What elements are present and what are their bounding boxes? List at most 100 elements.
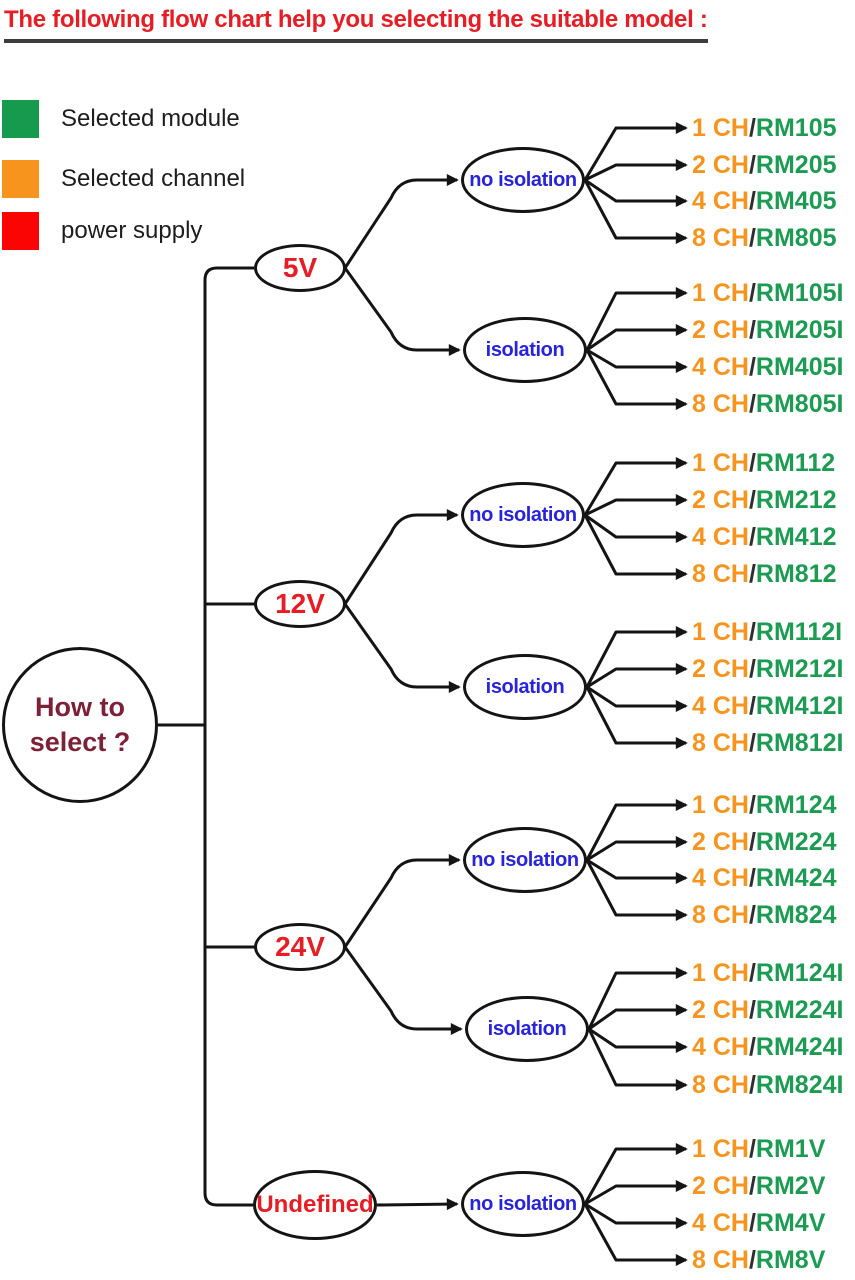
edge-leaf [588, 1027, 688, 1053]
leaf-model-row: 1 CH/RM124I [692, 957, 843, 989]
channel-label: 2 CH [692, 151, 749, 179]
model-label: RM1V [755, 1135, 826, 1163]
separator: / [748, 187, 756, 215]
green-swatch [2, 100, 39, 138]
node-iso-12v: isolation [463, 654, 587, 720]
channel-label: 2 CH [692, 996, 749, 1024]
edge-12v-noiso [343, 509, 459, 605]
model-label: RM205 [755, 151, 837, 179]
leaf-model-row: 2 CH/RM212I [692, 653, 843, 685]
condition-label: no isolation [469, 503, 577, 526]
separator: / [748, 791, 756, 819]
leaf-model-row: 4 CH/RM412 [692, 521, 837, 553]
edge-undefined-noiso [376, 1198, 459, 1211]
separator: / [748, 114, 756, 142]
channel-label: 1 CH [692, 959, 749, 987]
separator: / [748, 151, 756, 179]
channel-label: 1 CH [692, 449, 749, 477]
node-iso-5v: isolation [463, 317, 587, 383]
voltage-label: 5V [282, 252, 318, 283]
separator: / [748, 655, 756, 683]
edge-leaf [585, 686, 688, 749]
leaf-model-row: 2 CH/RM224I [692, 994, 843, 1026]
node-noiso-5v: no isolation [461, 147, 585, 213]
channel-label: 8 CH [692, 560, 749, 588]
trunk-line [203, 266, 254, 1207]
model-label: RM8V [755, 1246, 826, 1274]
condition-label: no isolation [471, 848, 579, 871]
edge-leaf [583, 1143, 688, 1205]
model-label: RM812 [755, 560, 837, 588]
separator: / [748, 828, 756, 856]
legend-label: Selected channel [61, 165, 246, 192]
condition-label: isolation [485, 338, 565, 361]
node-noiso-undefined: no isolation [461, 1171, 585, 1237]
model-label: RM212I [755, 655, 844, 683]
channel-label: 4 CH [692, 864, 749, 892]
leaf-model-row: 8 CH/RM805 [692, 222, 837, 254]
edge-leaf [583, 457, 688, 516]
channel-label: 2 CH [692, 828, 749, 856]
edge-leaf [585, 799, 688, 861]
separator: / [748, 1033, 756, 1061]
model-label: RM412I [755, 692, 844, 720]
leaf-model-row: 2 CH/RM205 [692, 149, 837, 181]
channel-label: 8 CH [692, 729, 749, 757]
channel-label: 2 CH [692, 486, 749, 514]
edge-leaf [586, 858, 688, 884]
leaf-model-row: 4 CH/RM424 [692, 862, 837, 894]
node-5v: 5V [254, 244, 346, 292]
leaf-model-row: 4 CH/RM4V [692, 1207, 825, 1239]
leaf-model-row: 8 CH/RM805I [692, 388, 843, 420]
edge-leaf [586, 685, 688, 712]
separator: / [748, 618, 756, 646]
channel-label: 2 CH [692, 1172, 749, 1200]
edge-12v-iso [343, 603, 461, 693]
separator: / [748, 864, 756, 892]
edge-leaf [588, 1004, 688, 1031]
leaf-model-row: 8 CH/RM812I [692, 727, 843, 759]
model-label: RM124 [755, 791, 837, 819]
edge-leaf [587, 967, 688, 1030]
model-label: RM212 [755, 486, 837, 514]
channel-label: 4 CH [692, 523, 749, 551]
leaf-model-row: 4 CH/RM424I [692, 1031, 843, 1063]
edge-leaf [584, 513, 688, 543]
channel-label: 2 CH [692, 316, 749, 344]
edge-24v-iso [343, 946, 463, 1035]
model-label: RM112 [755, 449, 836, 477]
edge-leaf [586, 836, 688, 862]
model-label: RM424I [755, 1033, 844, 1061]
model-label: RM224 [755, 828, 837, 856]
channel-label: 1 CH [692, 618, 749, 646]
separator: / [748, 692, 756, 720]
model-label: RM424 [755, 864, 837, 892]
edge-leaf [585, 626, 688, 688]
separator: / [748, 523, 756, 551]
edge-leaf [586, 348, 688, 373]
leaf-model-row: 2 CH/RM205I [692, 314, 843, 346]
separator: / [748, 1246, 756, 1274]
legend-item-module: Selected module [2, 100, 240, 138]
channel-label: 1 CH [692, 1135, 749, 1163]
separator: / [748, 1135, 756, 1163]
separator: / [748, 1071, 756, 1099]
leaf-model-row: 4 CH/RM405I [692, 351, 843, 383]
leaf-model-row: 4 CH/RM405 [692, 185, 837, 217]
node-noiso-24v: no isolation [463, 827, 587, 893]
model-label: RM4V [755, 1209, 826, 1237]
channel-label: 2 CH [692, 655, 749, 683]
condition-label: no isolation [469, 1192, 577, 1215]
edge-5v-noiso [343, 174, 459, 269]
leaf-model-row: 2 CH/RM212 [692, 484, 837, 516]
model-label: RM124I [755, 959, 844, 987]
separator: / [748, 901, 756, 929]
model-label: RM2V [755, 1172, 826, 1200]
channel-label: 8 CH [692, 1071, 749, 1099]
separator: / [748, 353, 756, 381]
separator: / [748, 1172, 756, 1200]
node-undefined: Undefined [253, 1170, 377, 1240]
edge-leaf [584, 1180, 688, 1206]
